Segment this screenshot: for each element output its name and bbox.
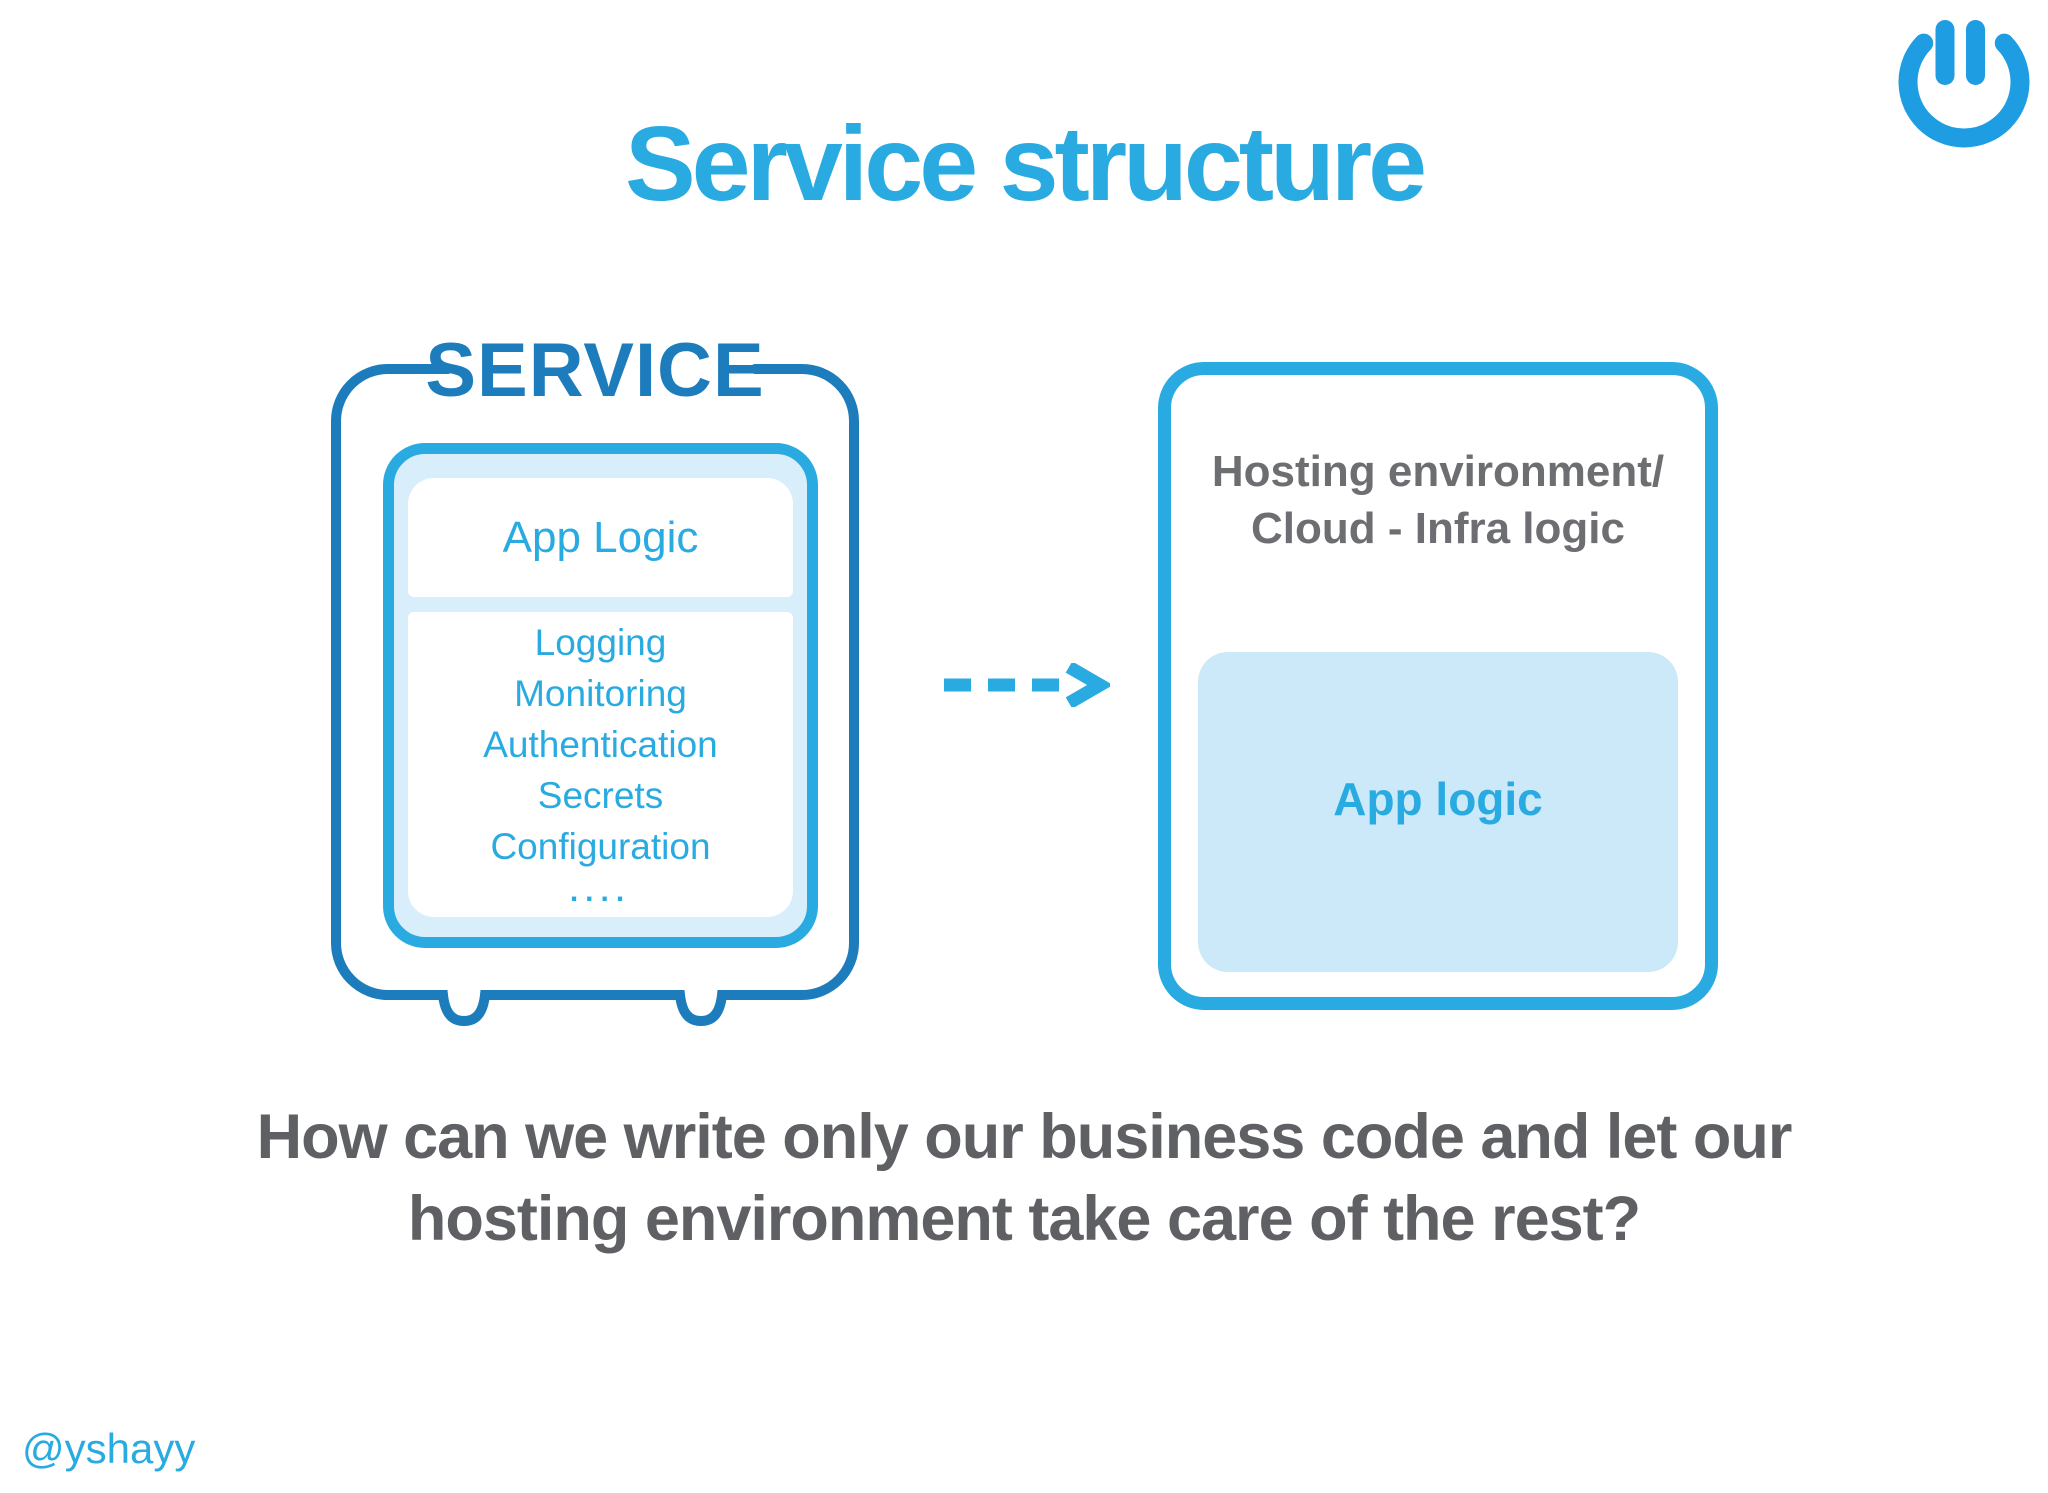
dashed-right-arrow-icon (938, 661, 1113, 709)
list-item: Authentication (483, 724, 718, 765)
list-item: Monitoring (514, 673, 687, 714)
service-label: SERVICE (425, 328, 765, 413)
list-item: Logging (534, 622, 667, 663)
list-item-ellipsis: .... (569, 875, 632, 908)
service-container-outline (330, 363, 860, 1027)
author-handle: @yshayy (22, 1425, 196, 1472)
service-concerns-list: Logging Monitoring Authentication Secret… (408, 612, 793, 917)
hosting-app-logic-label: App logic (1333, 773, 1543, 825)
question-text: How can we write only our business code … (0, 1096, 2048, 1260)
app-logic-section: App Logic (408, 478, 793, 597)
hosting-app-logic-box: App logic (1198, 652, 1678, 972)
app-logic-label: App Logic (502, 512, 699, 562)
hosting-title-line1: Hosting environment/ (1211, 447, 1665, 496)
power-logo-icon (1898, 18, 2030, 150)
hosting-environment-box: Hosting environment/ Cloud - Infra logic… (1158, 362, 1718, 1010)
hosting-title: Hosting environment/ Cloud - Infra logic (1171, 443, 1705, 557)
question-line2: hosting environment take care of the res… (407, 1184, 1641, 1254)
service-inner-box: App Logic Logging Monitoring Authenticat… (383, 443, 818, 948)
list-item: Secrets (537, 775, 664, 816)
page-title: Service structure (624, 105, 1427, 223)
hosting-title-line2: Cloud - Infra logic (1251, 504, 1625, 553)
question-line1: How can we write only our business code … (256, 1102, 1793, 1172)
list-item: Configuration (490, 826, 711, 867)
